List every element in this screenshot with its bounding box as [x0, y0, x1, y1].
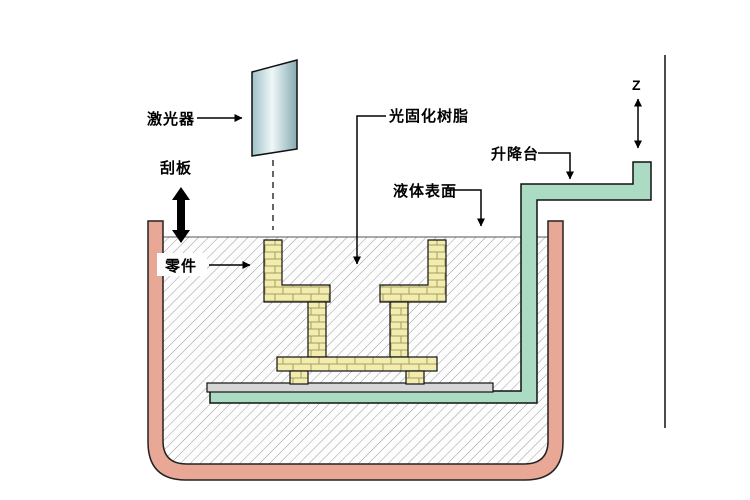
- part-left-column: [307, 301, 327, 358]
- label-z-axis: Z: [632, 77, 641, 93]
- label-laser: 激光器: [147, 110, 195, 128]
- tank-wall: [147, 220, 564, 481]
- scraper-arrow: [172, 187, 190, 243]
- platform-pointer: [538, 152, 574, 180]
- label-platform: 升降台: [491, 145, 539, 163]
- laser-body: [251, 59, 298, 157]
- surface-pointer: [447, 189, 485, 227]
- liquid-resin-area: [162, 236, 549, 465]
- label-surface: 液体表面: [393, 182, 457, 200]
- label-resin: 光固化树脂: [388, 107, 469, 125]
- part-right-leg: [405, 370, 425, 385]
- label-scraper: 刮板: [160, 159, 192, 177]
- part-left-bracket: [263, 239, 331, 303]
- part-right-column: [389, 301, 409, 358]
- part-label-bg: [157, 253, 207, 276]
- resin-pointer: [353, 115, 386, 265]
- build-plate: [206, 382, 494, 393]
- part-left-leg: [289, 370, 309, 385]
- pointer-arrows: [197, 114, 574, 269]
- part-right-bracket: [379, 239, 447, 303]
- label-part: 零件: [164, 257, 197, 275]
- part-cross-beam: [276, 356, 438, 372]
- part-structure: [263, 239, 447, 385]
